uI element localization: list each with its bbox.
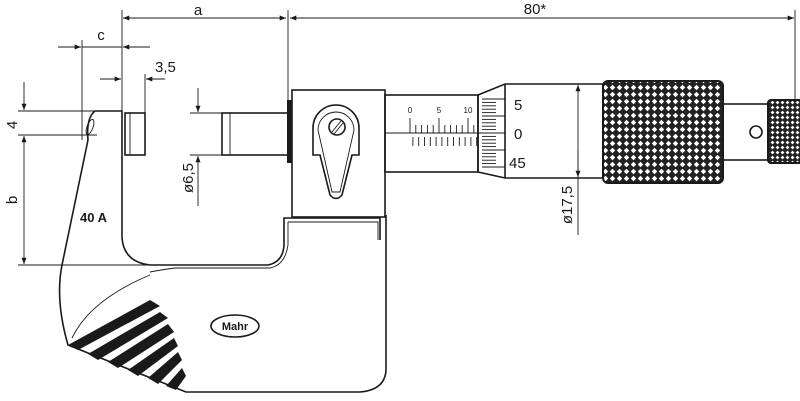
- thimble-label-0: 0: [514, 126, 522, 143]
- thimble-label-45: 45: [509, 155, 526, 172]
- anvil: [124, 112, 146, 156]
- dim-6-5-label: ø6,5: [180, 163, 197, 193]
- dimension-80: 80*: [290, 1, 794, 21]
- sleeve-label-10: 10: [464, 106, 473, 115]
- mahr-logo: Mahr: [210, 314, 260, 338]
- knurled-drum[interactable]: [602, 80, 724, 184]
- grip-stripes: [68, 300, 186, 390]
- sleeve: 0 5 10: [384, 94, 505, 173]
- frame: 40 A Mahr: [58, 110, 387, 393]
- lock-screw-icon: [328, 118, 346, 136]
- dim-4-label: 4: [4, 121, 21, 129]
- lock-lever[interactable]: [312, 104, 360, 200]
- ratchet-knob[interactable]: [767, 99, 800, 164]
- dimension-anvil-width: 3,5: [100, 59, 176, 113]
- thimble-label-5: 5: [514, 97, 522, 114]
- dim-a-label: a: [194, 2, 203, 19]
- dimension-c: c: [58, 27, 150, 140]
- dimension-thimble-dia: ø17,5: [559, 85, 581, 235]
- dim-c-label: c: [97, 27, 105, 44]
- dimension-spindle-dia: ø6,5: [180, 88, 222, 206]
- shaft: [722, 103, 769, 161]
- dim-3-5-label: 3,5: [155, 59, 176, 76]
- sleeve-label-0: 0: [408, 106, 413, 115]
- sleeve-label-5: 5: [437, 106, 442, 115]
- dimension-4-b: 4 b: [4, 82, 200, 266]
- thimble[interactable]: 5 0 45: [477, 83, 604, 179]
- hole-icon: [749, 125, 763, 139]
- spindle: [221, 100, 292, 163]
- dim-17-5-label: ø17,5: [559, 186, 576, 224]
- dim-b-label: b: [4, 196, 21, 204]
- svg-text:Mahr: Mahr: [222, 321, 249, 333]
- model-label: 40 A: [80, 210, 108, 225]
- dim-80-label: 80*: [524, 1, 547, 18]
